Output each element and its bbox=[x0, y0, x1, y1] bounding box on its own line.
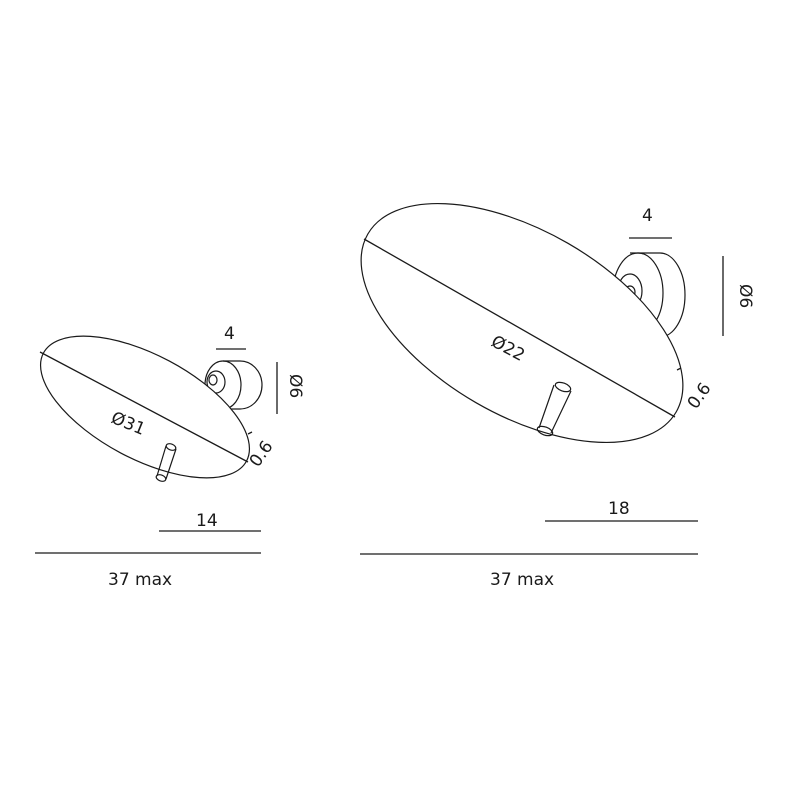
large-lamp-diameter-line bbox=[363, 238, 676, 418]
large-lamp-disc bbox=[360, 202, 684, 444]
small-lamp-diameter-line bbox=[39, 351, 249, 463]
large-lamp-knob bbox=[536, 381, 572, 437]
small-lamp-width: 37 max bbox=[108, 570, 172, 590]
large-lamp-projection: 18 bbox=[608, 499, 630, 519]
small-lamp-thickness: 0.6 bbox=[246, 437, 278, 471]
small-lamp: Ø31 0.6 4 Ø6 14 37 max bbox=[35, 324, 305, 590]
small-lamp-projection: 14 bbox=[196, 511, 218, 531]
large-lamp-base-depth: 4 bbox=[642, 206, 653, 226]
large-lamp-width: 37 max bbox=[490, 570, 554, 590]
large-lamp-thickness: 0.6 bbox=[684, 379, 716, 413]
small-lamp-base-diameter: Ø6 bbox=[285, 374, 305, 398]
large-lamp: Ø22 0.6 4 Ø6 18 37 max bbox=[360, 202, 755, 590]
small-lamp-base-depth: 4 bbox=[224, 324, 235, 344]
small-lamp-knob bbox=[155, 443, 177, 482]
large-lamp-base-diameter: Ø6 bbox=[735, 284, 755, 308]
